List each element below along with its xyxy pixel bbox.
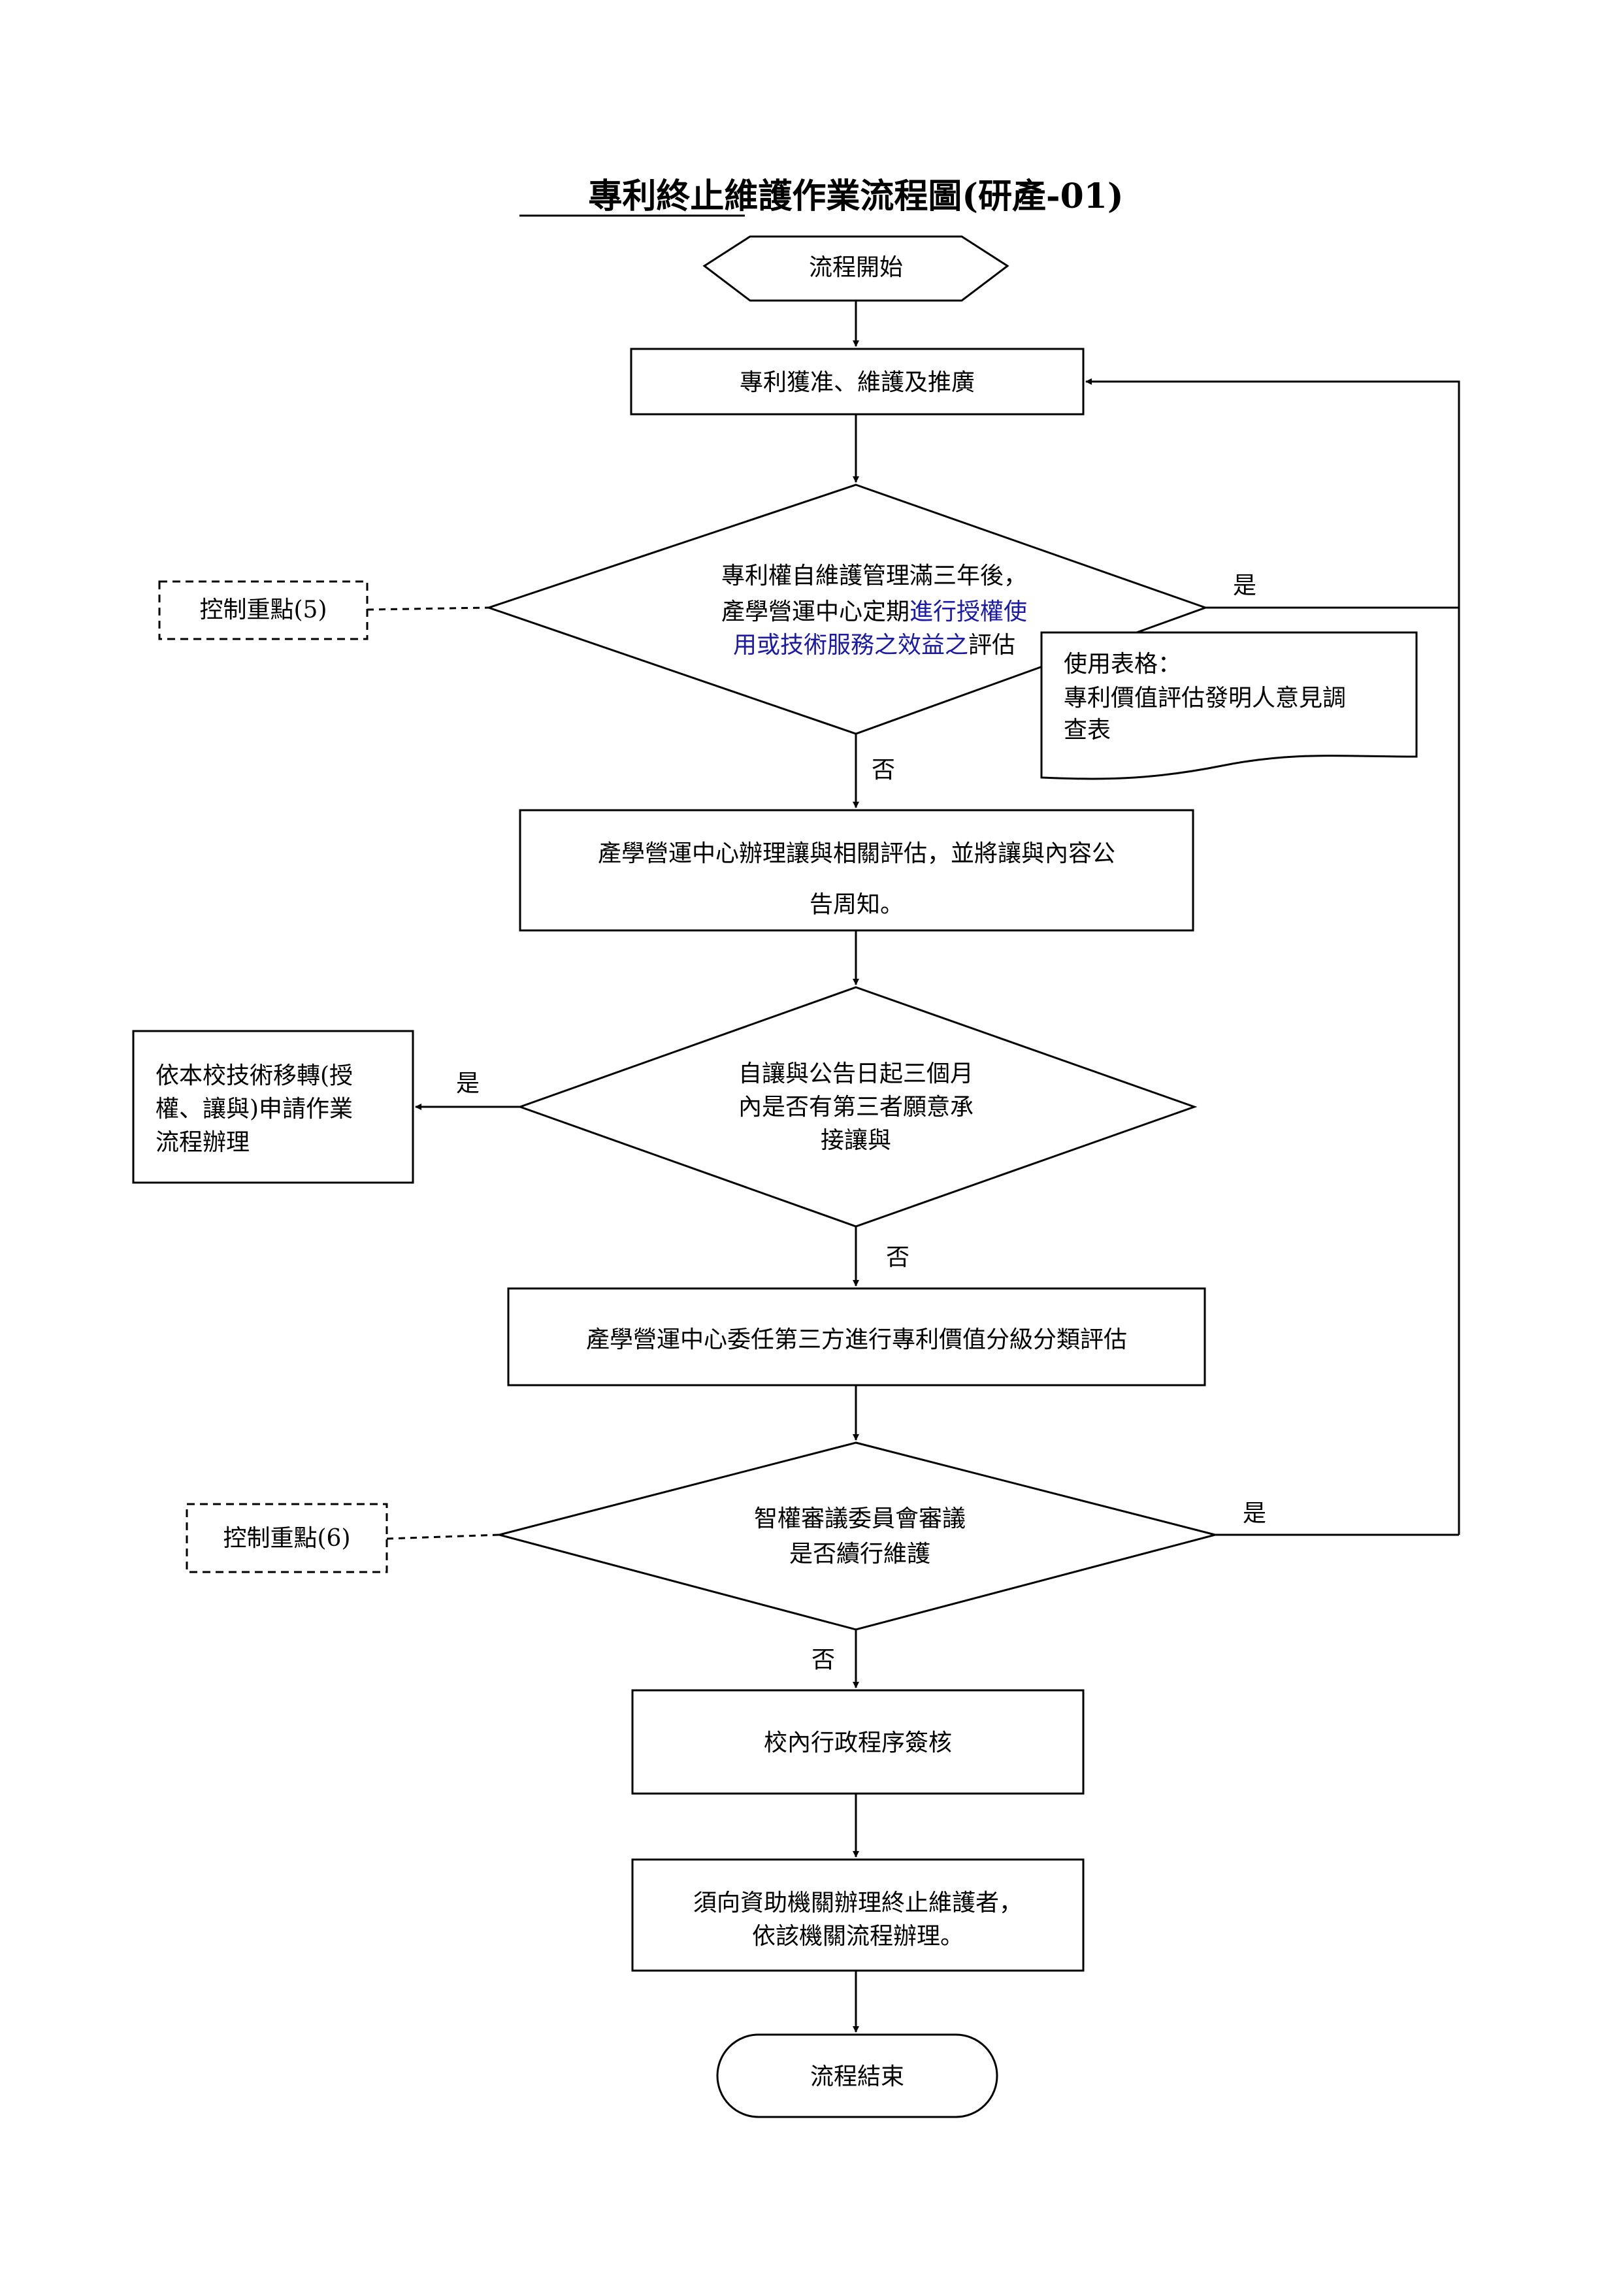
transfer-eval-box <box>519 809 1194 932</box>
grant-maintain-box <box>630 348 1085 416</box>
edge-label-no1: 否 <box>872 757 895 783</box>
form-note-document <box>1040 631 1418 780</box>
edge-label-no3: 否 <box>811 1647 835 1673</box>
tech-transfer-box <box>132 1030 414 1184</box>
decision3-line1: 智權審議委員會審議 <box>754 1505 966 1532</box>
tech-transfer-line3: 流程辦理 <box>156 1129 250 1156</box>
decision1-line3-black: 評估 <box>968 632 1015 659</box>
start-node <box>702 235 1009 302</box>
decision3-line2: 是否續行維護 <box>789 1541 930 1567</box>
decision1-line2-black: 產學營運中心定期 <box>721 599 909 625</box>
funding-agency-box <box>631 1858 1085 1972</box>
form-note-line3: 查表 <box>1064 717 1111 744</box>
transfer-eval-line2: 告周知。 <box>810 891 904 918</box>
decision1-line3-blue: 用或技術服務之效益之 <box>733 632 968 659</box>
end-node <box>716 2033 998 2118</box>
edge-label-yes1: 是 <box>1233 572 1256 599</box>
funding-agency-line1: 須向資助機關辦理終止維護者， <box>693 1890 1023 1916</box>
form-note-line2: 專利價值評估發明人意見調 <box>1064 685 1346 712</box>
third-party-eval-label: 產學營運中心委任第三方進行專利價值分級分類評估 <box>586 1326 1127 1353</box>
control-point-6-box <box>186 1503 388 1573</box>
decision2-line1: 自讓與公告日起三個月 <box>738 1060 974 1087</box>
edge-label-yes3: 是 <box>1243 1500 1266 1527</box>
start-label: 流程開始 <box>809 254 903 281</box>
control-point-6-label: 控制重點(6) <box>223 1525 351 1552</box>
decision1-line3: 用或技術服務之效益之評估 <box>733 632 1015 659</box>
tech-transfer-line2: 權、讓與)申請作業 <box>156 1096 353 1123</box>
transfer-eval-line1: 產學營運中心辦理讓與相關評估，並將讓與內容公 <box>598 840 1115 867</box>
decision1-line1: 專利權自維護管理滿三年後， <box>721 563 1027 589</box>
decision2-line3: 接讓與 <box>821 1127 891 1154</box>
grant-maintain-label: 專利獲准、維護及推廣 <box>740 369 975 396</box>
edge-loop-back <box>1085 378 1460 1535</box>
decision1-line2-blue: 進行授權使 <box>909 599 1027 625</box>
control-point-6-link <box>386 1533 500 1540</box>
edge-label-no2: 否 <box>886 1244 909 1271</box>
admin-sign-box <box>631 1689 1085 1795</box>
end-label: 流程結束 <box>810 2063 904 2090</box>
admin-sign-label: 校內行政程序簽核 <box>764 1730 952 1756</box>
form-note-line1: 使用表格： <box>1064 651 1181 678</box>
decision2-line2: 內是否有第三者願意承 <box>738 1094 974 1121</box>
page-title: 專利終止維護作業流程圖(研產-01) <box>588 176 1123 216</box>
third-party-eval-box <box>507 1287 1206 1386</box>
decision1-line2: 產學營運中心定期進行授權使 <box>721 599 1027 625</box>
control-point-5-link <box>367 606 489 611</box>
decision3-diamond <box>495 1441 1219 1631</box>
control-point-5-label: 控制重點(5) <box>200 597 327 623</box>
tech-transfer-line1: 依本校技術移轉(授 <box>156 1062 353 1089</box>
edge-label-yes2: 是 <box>456 1070 480 1097</box>
funding-agency-line2: 依該機關流程辦理。 <box>752 1923 964 1950</box>
control-point-5-box <box>158 580 368 640</box>
